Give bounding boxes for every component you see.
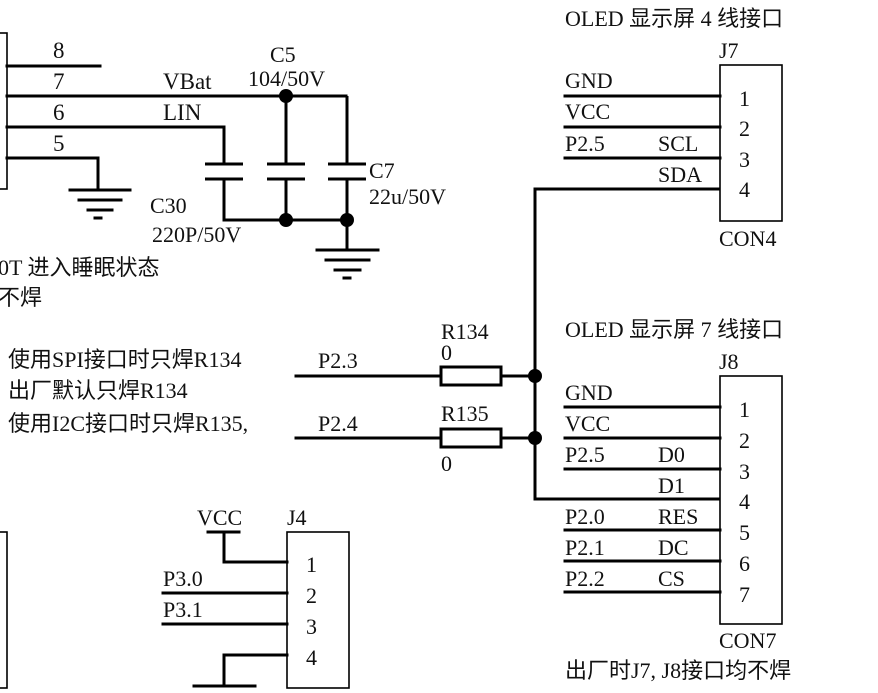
j7-pin4-signal: SDA — [658, 162, 702, 187]
r135-value: 0 — [441, 451, 452, 476]
junction-dot — [528, 369, 542, 383]
factory-note: 出厂时J7, J8接口均不焊 — [565, 658, 791, 683]
r135-net-label: P2.4 — [318, 411, 358, 436]
c5-value: 104/50V — [248, 66, 325, 91]
default-note: 出厂默认只焊R134 — [8, 378, 188, 403]
j8-pin3-net: P2.5 — [565, 442, 605, 467]
pin-7-number: 7 — [53, 69, 65, 94]
j7-pin3-signal: SCL — [658, 131, 698, 156]
j7-part: CON4 — [719, 226, 776, 251]
j4-pin1-number: 1 — [306, 552, 317, 577]
j8-ref: J8 — [719, 349, 739, 374]
j8-pin4-signal: D1 — [658, 473, 685, 498]
j7-pin4-number: 4 — [739, 177, 750, 202]
j7-pin1-number: 1 — [739, 86, 750, 111]
r135-ref: R135 — [441, 401, 489, 426]
pin-5-number: 5 — [53, 131, 65, 156]
sleep-note-line2: 不焊 — [0, 285, 42, 310]
r135-body — [439, 427, 503, 449]
j7-pin3-net: P2.5 — [565, 131, 605, 156]
j7-pin2-number: 2 — [739, 116, 750, 141]
c30-ref: C30 — [150, 193, 187, 218]
j8-pin1-number: 1 — [739, 397, 750, 422]
i2c-note: 使用I2C接口时只焊R135, — [8, 411, 248, 436]
c30-value: 220P/50V — [152, 222, 241, 247]
junction-dot — [528, 431, 542, 445]
c5-ref: C5 — [270, 42, 296, 67]
capacitor-bank: C5 104/50V C7 22u/50V C30 220P/50V — [150, 42, 446, 280]
resistor-r134: P2.3 R134 0 — [294, 319, 537, 387]
j8-part: CON7 — [719, 628, 776, 653]
j4-pin4-number: 4 — [306, 645, 317, 670]
j4-body — [286, 531, 350, 689]
j8-pin6-net: P2.1 — [565, 535, 605, 560]
lin-net-label: LIN — [163, 100, 202, 125]
j4-pin2-net: P3.0 — [163, 566, 203, 591]
connector-j4: VCC J4 P3.0 P3.1 1 2 3 4 — [161, 505, 350, 689]
sda-d1-bus — [533, 187, 722, 501]
c7-value: 22u/50V — [369, 184, 446, 209]
j4-pin3-net: P3.1 — [163, 597, 203, 622]
j8-pin7-signal: CS — [658, 566, 685, 591]
j8-pin7-number: 7 — [739, 582, 750, 607]
resistor-r135: P2.4 R135 0 — [294, 401, 537, 476]
pin-6-number: 6 — [53, 100, 65, 125]
j7-body — [719, 64, 783, 222]
j8-pin7-net: P2.2 — [565, 566, 605, 591]
connector-j8: OLED 显示屏 7 线接口 J8 CON7 GND VCC P2.5 D0 D… — [563, 317, 791, 683]
j8-pin4-number: 4 — [739, 489, 750, 514]
connector-left-top-body — [0, 32, 8, 190]
j7-pin2-net: VCC — [565, 99, 610, 124]
r134-body — [439, 365, 503, 387]
r134-value: 0 — [441, 340, 452, 365]
j8-pin5-net: P2.0 — [565, 504, 605, 529]
spi-note: 使用SPI接口时只焊R134 — [8, 347, 241, 372]
vbat-net-label: VBat — [163, 69, 212, 94]
pin-8-number: 8 — [53, 38, 65, 63]
j8-pin6-number: 6 — [739, 551, 750, 576]
junction-dot — [279, 213, 293, 227]
j7-title: OLED 显示屏 4 线接口 — [565, 6, 783, 31]
j8-pin1-net: GND — [565, 380, 613, 405]
j4-ref: J4 — [287, 505, 307, 530]
j8-pin5-signal: RES — [658, 504, 698, 529]
j7-pin1-net: GND — [565, 68, 613, 93]
pin-5-wire — [5, 156, 100, 192]
j7-ref: J7 — [719, 38, 739, 63]
j8-pin2-number: 2 — [739, 428, 750, 453]
j8-pin6-signal: DC — [658, 535, 689, 560]
j8-title: OLED 显示屏 7 线接口 — [565, 317, 783, 342]
j8-pin3-number: 3 — [739, 459, 750, 484]
j8-pin3-signal: D0 — [658, 442, 685, 467]
j8-pin2-net: VCC — [565, 411, 610, 436]
j8-body — [719, 375, 783, 625]
junction-dot — [279, 89, 293, 103]
j7-pin3-number: 3 — [739, 147, 750, 172]
j4-pin3-number: 3 — [306, 614, 317, 639]
j4-vcc-label: VCC — [197, 505, 242, 530]
connector-left-bottom-body — [0, 531, 8, 689]
r134-net-label: P2.3 — [318, 348, 358, 373]
junction-dot — [340, 213, 354, 227]
connector-j7: OLED 显示屏 4 线接口 J7 CON4 GND VCC P2.5 SCL … — [563, 6, 783, 251]
j8-pin5-number: 5 — [739, 520, 750, 545]
c7-ref: C7 — [369, 158, 395, 183]
ground-symbol — [68, 188, 132, 220]
sleep-note-line1: 0T 进入睡眠状态 — [0, 255, 160, 280]
j4-pin2-number: 2 — [306, 583, 317, 608]
r134-ref: R134 — [441, 319, 489, 344]
